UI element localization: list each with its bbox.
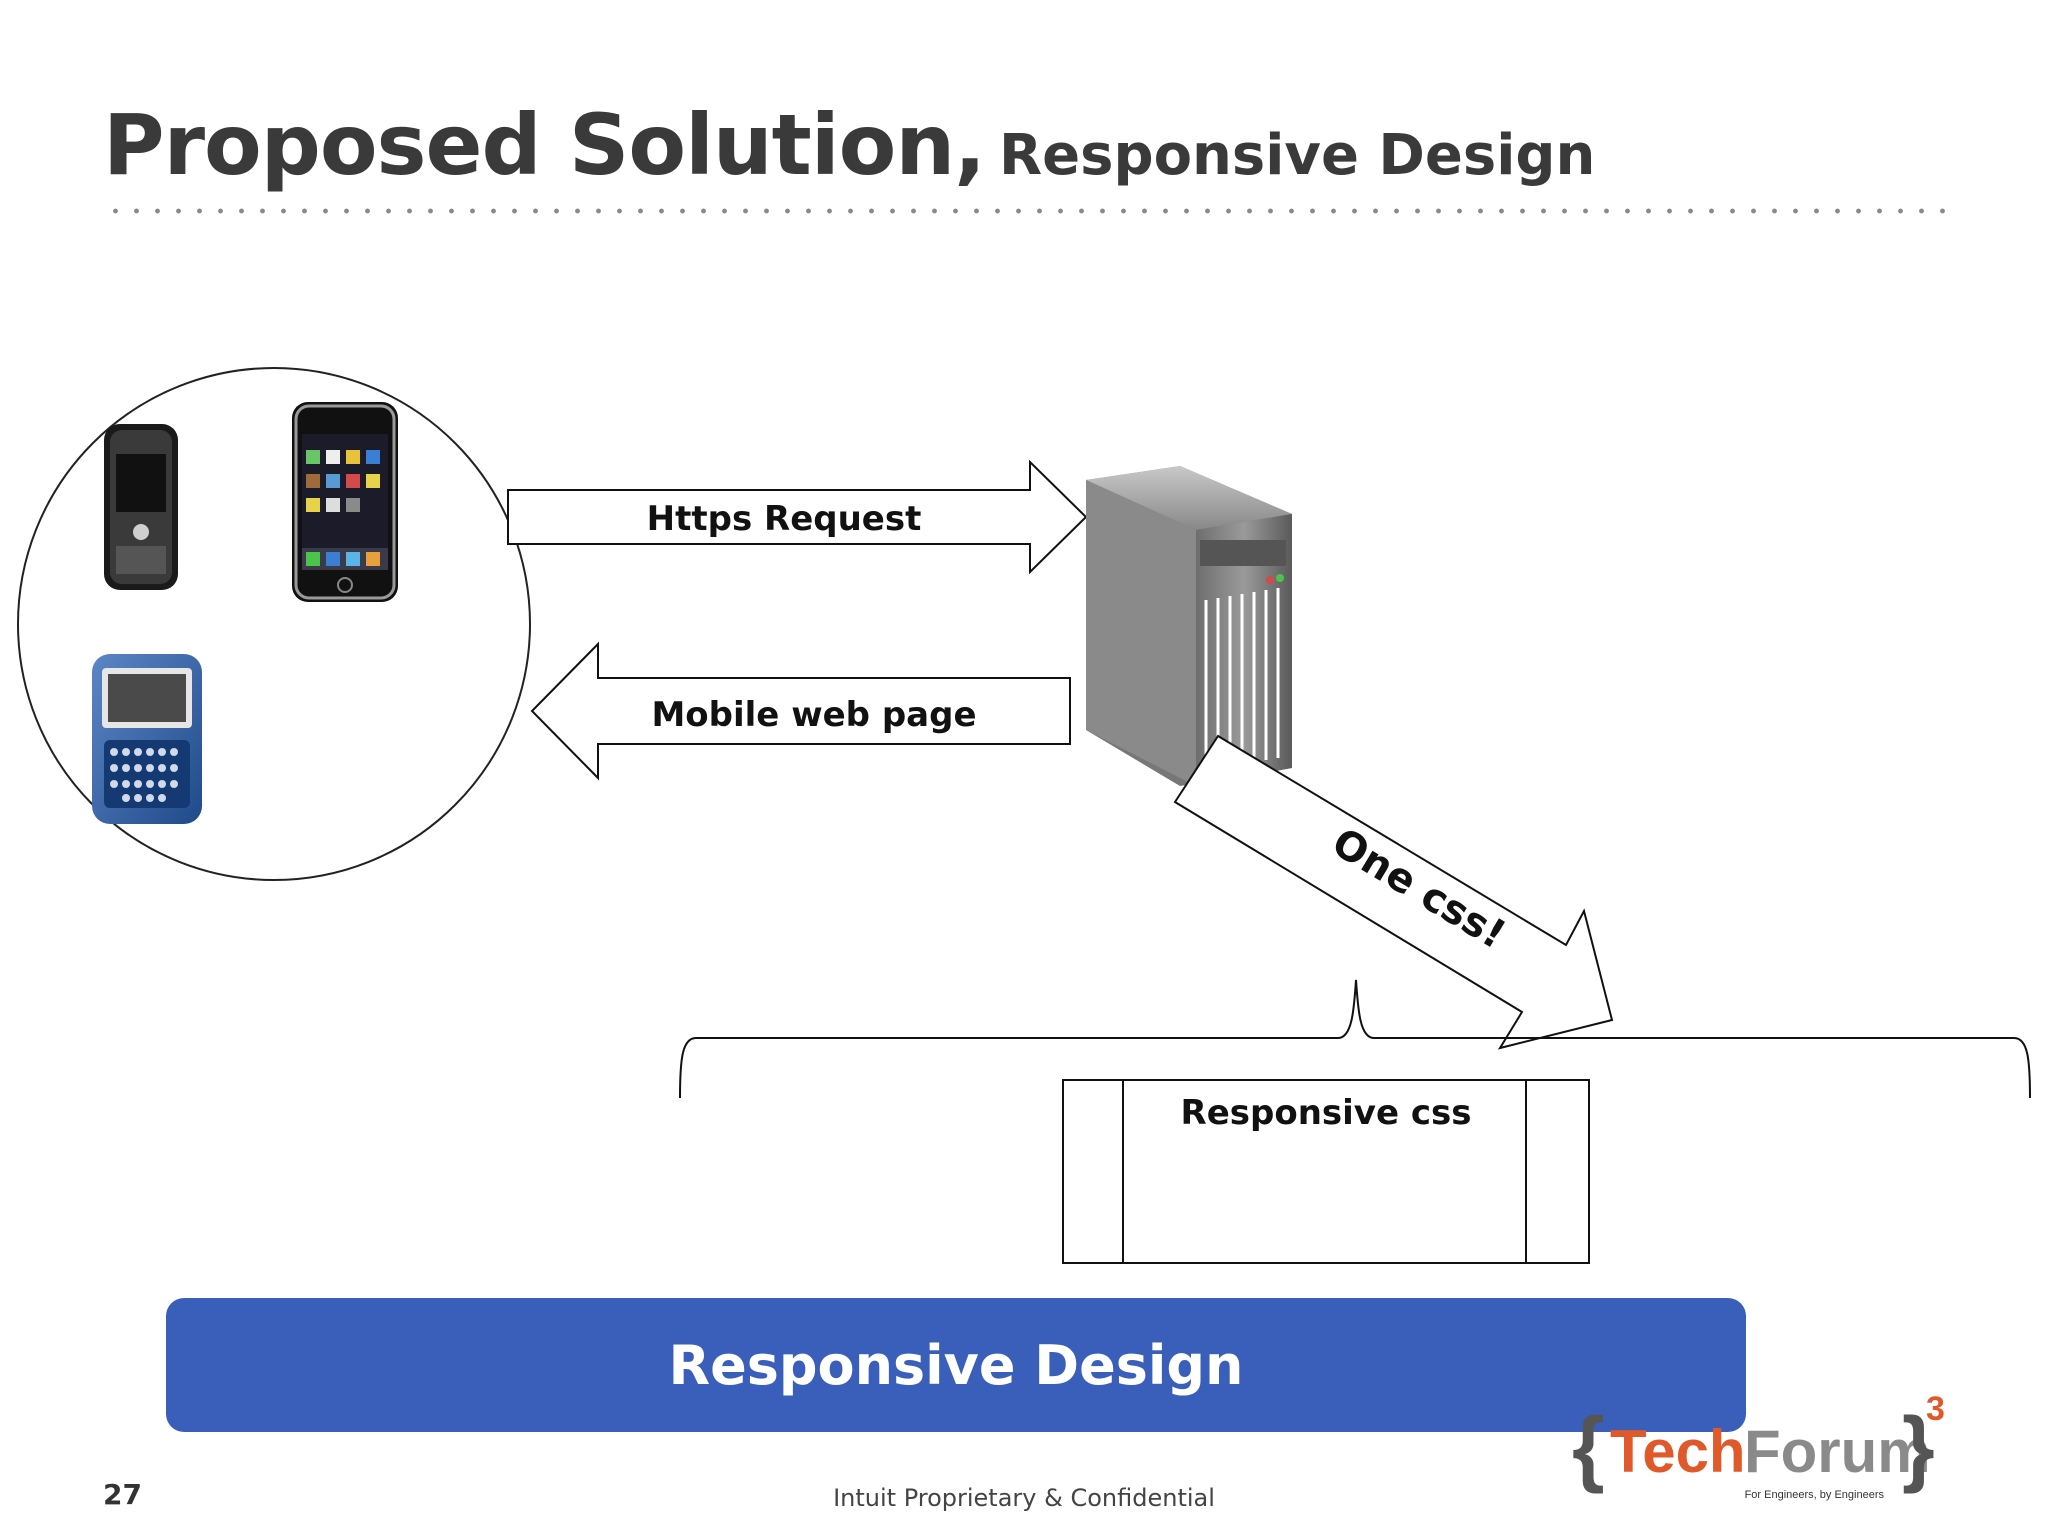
blackberry-curve-icon (92, 654, 202, 824)
logo-tagline: For Engineers, by Engineers (1745, 1489, 1885, 1501)
page-number: 27 (103, 1478, 142, 1511)
slide-title-sub: Responsive Design (999, 123, 1596, 188)
server-tower-icon (1086, 466, 1292, 786)
responsive-css-box (1062, 1079, 1590, 1264)
curly-brace (679, 979, 2031, 1099)
svg-text:}: } (1902, 1400, 1935, 1494)
svg-text:{: { (1572, 1400, 1605, 1494)
footer-confidential: Intuit Proprietary & Confidential (833, 1484, 1215, 1512)
banner-label: Responsive Design (668, 1333, 1244, 1397)
mobile-web-page-arrow (530, 641, 1071, 781)
slide-title-main: Proposed Solution, (103, 96, 986, 194)
logo-superscript: 3 (1926, 1390, 1945, 1428)
title-divider (105, 208, 1945, 214)
https-request-label: Https Request (647, 499, 922, 539)
responsive-design-banner: Responsive Design (166, 1298, 1746, 1432)
mobile-web-page-label: Mobile web page (651, 695, 976, 735)
blackberry-pearl-icon (104, 424, 178, 590)
iphone-icon (292, 402, 398, 602)
one-css-arrow (1173, 734, 1614, 1050)
https-request-arrow (507, 459, 1088, 575)
logo-forum: Forum (1744, 1418, 1931, 1485)
techforum-logo: { Tech Forum } 3 For Engineers, by Engin… (1572, 1390, 1945, 1501)
logo-tech: Tech (1610, 1418, 1746, 1485)
slide-title: Proposed Solution,Responsive Design (103, 96, 1595, 194)
responsive-css-label: Responsive css (1181, 1093, 1472, 1133)
